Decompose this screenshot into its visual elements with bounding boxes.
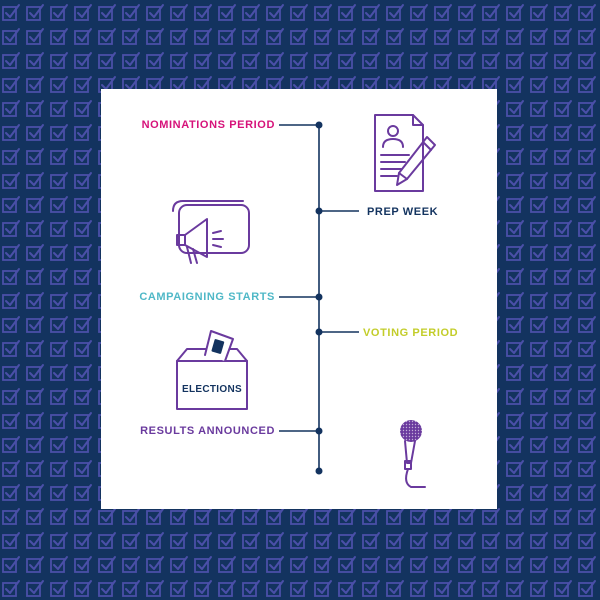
label-prep-week: PREP WEEK (367, 206, 439, 218)
label-campaigning-starts: CAMPAIGNING STARTS (139, 291, 275, 303)
node-campaigning (315, 293, 323, 301)
node-voting (315, 328, 323, 336)
timeline-card: NOMINATIONS PERIOD PREP WEEK CAMPAIGNING… (101, 89, 497, 509)
node-prep-week (315, 207, 323, 215)
ballot-box-label: ELECTIONS (182, 384, 242, 395)
node-nominations (315, 121, 323, 129)
microphone-icon (400, 420, 426, 488)
node-end (315, 467, 323, 475)
label-voting-period: VOTING PERIOD (363, 327, 459, 339)
label-nominations-period: NOMINATIONS PERIOD (141, 119, 275, 131)
node-results (315, 427, 323, 435)
timeline-graphic (279, 121, 359, 475)
megaphone-icon (172, 200, 250, 264)
document-pen-icon (374, 114, 436, 192)
label-results-announced: RESULTS ANNOUNCED (140, 425, 275, 437)
ballot-box-icon (176, 330, 248, 410)
